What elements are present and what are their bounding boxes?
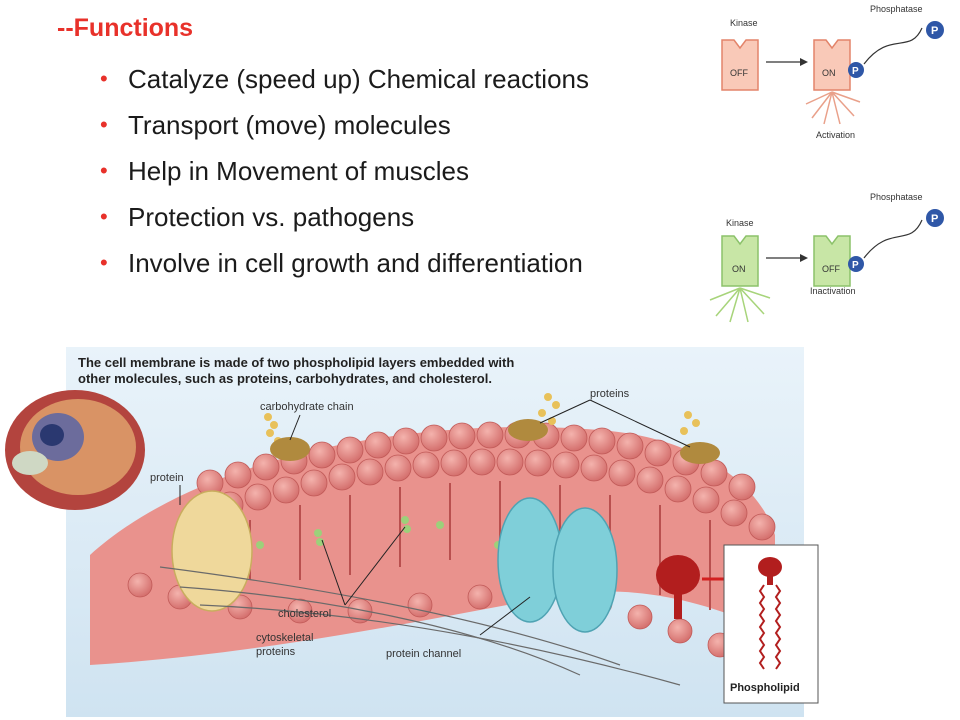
carbohydrate-chain-label: carbohydrate chain <box>260 401 354 413</box>
protein-label: protein <box>150 472 184 484</box>
bullet-icon: • <box>100 112 108 137</box>
activation-rays-icon <box>805 91 861 125</box>
phosphate-label: P <box>931 25 938 37</box>
bullet-icon: • <box>100 250 108 275</box>
curved-arrow-icon <box>863 27 923 65</box>
kinase-label: Kinase <box>730 18 758 28</box>
phospholipid-inset: Phospholipid <box>723 544 819 704</box>
bullet-icon: • <box>100 158 108 183</box>
animal-cell-icon <box>5 390 145 510</box>
phosphate-icon <box>848 62 864 78</box>
list-item-text: Catalyze (speed up) Chemical reactions <box>128 64 589 94</box>
phosphatase-label: Phosphatase <box>870 192 923 202</box>
protein-channel-shape <box>497 497 618 633</box>
transmembrane-protein <box>171 490 253 612</box>
function-list: •Catalyze (speed up) Chemical reactions … <box>100 58 589 288</box>
phosphatase-label: Phosphatase <box>870 4 923 14</box>
kinase-on-shape <box>813 39 851 91</box>
kinase-label: Kinase <box>726 218 754 228</box>
list-item: • Transport (move) molecules <box>100 104 589 150</box>
phosphate-icon <box>848 256 864 272</box>
cell-membrane-illustration: The cell membrane is made of two phospho… <box>5 347 819 717</box>
surface-protein <box>270 437 310 461</box>
kinase-diagram: Kinase OFF ON P Phosphatase P Activation… <box>709 4 944 323</box>
phospholipid-label: Phospholipid <box>730 682 800 694</box>
kinase-state-label: ON <box>822 68 836 78</box>
arrowhead-icon <box>800 58 808 66</box>
kinase-off-shape <box>721 39 759 91</box>
phosphate-icon <box>926 209 944 227</box>
kinase-off-shape <box>813 235 851 287</box>
list-item-text: Protection vs. pathogens <box>128 202 415 232</box>
list-item: • Catalyze (speed up) Chemical reactions <box>100 58 589 104</box>
surface-protein <box>508 419 548 441</box>
bullet-icon: • <box>100 204 108 229</box>
list-item: • Involve in cell growth and differentiat… <box>100 242 589 288</box>
proteins-label: proteins <box>590 388 630 400</box>
kinase-state-label: OFF <box>822 264 840 274</box>
surface-protein <box>680 442 720 464</box>
phosphate-label: P <box>852 66 859 77</box>
arrowhead-icon <box>800 254 808 262</box>
bullet-icon: • <box>100 66 108 91</box>
phosphate-label: P <box>931 213 938 225</box>
kinase-on-shape <box>721 235 759 287</box>
list-item-text: Involve in cell growth and differentiati… <box>128 248 583 278</box>
inactivation-caption: Inactivation <box>810 286 856 296</box>
membrane-caption-line2: other molecules, such as proteins, carbo… <box>78 371 492 386</box>
list-item: • Help in Movement of muscles <box>100 150 589 196</box>
cytoskeleton-fibers <box>159 566 681 686</box>
membrane-caption-line1: The cell membrane is made of two phospho… <box>78 355 514 370</box>
kinase-state-label: ON <box>732 264 746 274</box>
phosphate-label: P <box>852 260 859 271</box>
curved-arrow-icon <box>863 219 923 259</box>
cholesterol-label: cholesterol <box>278 608 331 620</box>
annotation-lines <box>179 399 691 636</box>
list-item-text: Transport (move) molecules <box>128 110 451 140</box>
list-item: • Protection vs. pathogens <box>100 196 589 242</box>
activation-caption: Activation <box>816 130 855 140</box>
cytoskeletal-label: cytoskeletal <box>256 632 313 644</box>
cytoskeletal-proteins-label: proteins <box>256 646 296 658</box>
protein-channel-label: protein channel <box>386 648 461 660</box>
signal-rays-icon <box>709 287 771 323</box>
phosphate-icon <box>926 21 944 39</box>
phospholipid-heads <box>127 421 776 658</box>
section-heading: --Functions <box>57 14 194 42</box>
list-item-text: Help in Movement of muscles <box>128 156 470 186</box>
kinase-state-label: OFF <box>730 68 748 78</box>
